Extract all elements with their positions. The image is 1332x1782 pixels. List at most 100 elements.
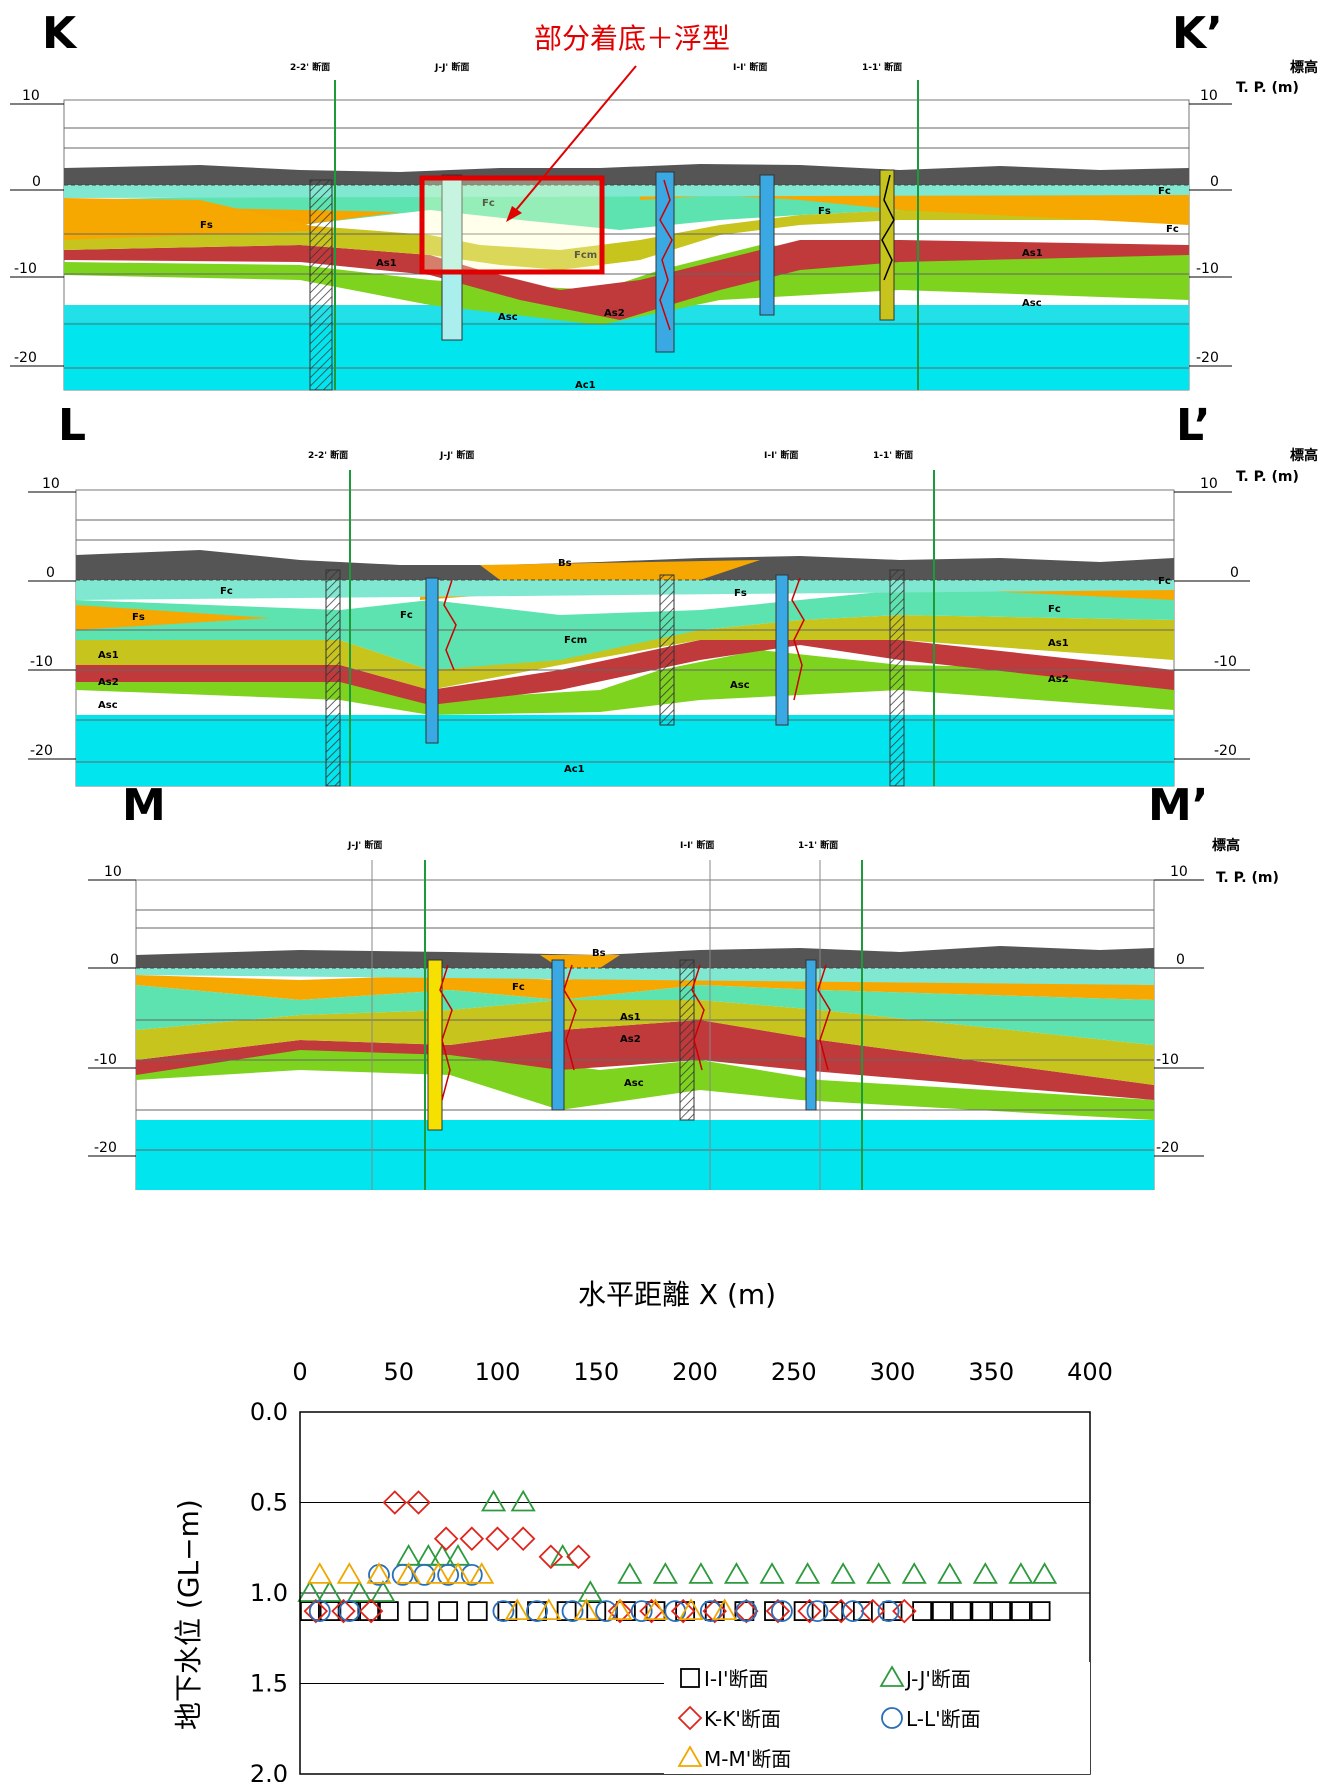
chart-point-series-0 bbox=[467, 1601, 488, 1621]
annotation-label: 部分着底＋浮型 bbox=[534, 22, 730, 55]
section-m-left-label: M bbox=[122, 780, 166, 831]
section-m-elev-title: 標高 bbox=[1212, 837, 1240, 854]
chart-point-series-4 bbox=[366, 1562, 392, 1584]
k-layer-fc-right1: Fc bbox=[1158, 186, 1171, 197]
chart-point-series-0 bbox=[339, 1601, 360, 1621]
chart-point-series-1 bbox=[550, 1544, 576, 1566]
chart-point-series-2 bbox=[406, 1490, 431, 1515]
chart-point-series-4 bbox=[307, 1562, 333, 1584]
chart-point-series-4 bbox=[536, 1598, 562, 1620]
chart-xlabel: 水平距離 X (m) bbox=[578, 1278, 776, 1311]
l-boreholes bbox=[325, 470, 935, 787]
chart-point-series-1 bbox=[830, 1562, 856, 1584]
l-layer-as1-2: As1 bbox=[1048, 638, 1069, 649]
m-layer-fc: Fc bbox=[512, 982, 525, 993]
m-xsec-label-2: I-I' 断面 bbox=[680, 839, 714, 851]
chart-point-series-4 bbox=[607, 1598, 633, 1620]
m-ytick-right-m10: -10 bbox=[1156, 1052, 1179, 1068]
chart-point-series-0 bbox=[912, 1601, 933, 1621]
chart-point-series-1 bbox=[723, 1562, 750, 1584]
m-layer-ac1 bbox=[136, 1120, 1154, 1190]
chart-point-series-3 bbox=[771, 1600, 793, 1622]
m-ytick-right-0: 0 bbox=[1176, 952, 1185, 968]
chart-legend-marker-4 bbox=[677, 1745, 703, 1767]
chart-point-series-0 bbox=[586, 1601, 607, 1621]
chart-xtick-label: 350 bbox=[968, 1358, 1014, 1386]
l-layer-fc-3: Fc bbox=[1158, 576, 1171, 587]
k-layer-fs-right: Fs bbox=[818, 206, 831, 217]
chart-point-series-2 bbox=[734, 1598, 759, 1624]
chart-point-series-3 bbox=[735, 1600, 758, 1622]
chart-legend-marker-0 bbox=[680, 1668, 700, 1688]
l-layer-fs-1: Fs bbox=[132, 612, 145, 623]
chart-point-series-3 bbox=[806, 1600, 829, 1622]
l-layer-fcm: Fcm bbox=[564, 635, 587, 646]
chart-point-series-4 bbox=[642, 1598, 669, 1620]
chart-point-series-3 bbox=[595, 1600, 618, 1622]
chart-grid bbox=[300, 1502, 1090, 1684]
k-layer-as1-left: As1 bbox=[376, 258, 397, 269]
chart-legend-label-4: M-M'断面 bbox=[704, 1747, 791, 1771]
layer-ac1 bbox=[64, 320, 1189, 390]
chart-point-series-4 bbox=[573, 1598, 599, 1620]
chart-point-series-4 bbox=[678, 1598, 704, 1620]
k-layer-fc: Fc bbox=[482, 198, 495, 209]
section-l-right-label: L’ bbox=[1176, 400, 1211, 451]
chart-point-series-1 bbox=[370, 1580, 396, 1602]
chart-point-series-0 bbox=[438, 1601, 459, 1621]
chart-xtick-label: 0 bbox=[292, 1358, 307, 1386]
l-ytick-right-m20: -20 bbox=[1214, 743, 1237, 759]
m-ytick-left-10: 10 bbox=[104, 864, 122, 880]
chart-point-series-2 bbox=[670, 1598, 696, 1624]
l-xsec-label-1: 2-2' 断面 bbox=[308, 449, 348, 461]
chart-point-series-2 bbox=[538, 1544, 564, 1570]
section-k-elev-unit: T. P. (m) bbox=[1236, 80, 1299, 96]
chart-point-series-4 bbox=[425, 1562, 451, 1584]
l-layer-as1: As1 bbox=[98, 650, 119, 661]
l-ytick-right-0: 0 bbox=[1230, 565, 1239, 581]
k-layer-as1-right: As1 bbox=[1022, 248, 1043, 259]
m-ytick-left-m20: -20 bbox=[94, 1140, 117, 1156]
chart-point-series-2 bbox=[702, 1598, 728, 1624]
l-ytick-left-10: 10 bbox=[42, 476, 60, 492]
l-xsec-label-4: 1-1' 断面 bbox=[873, 449, 913, 461]
chart-point-series-3 bbox=[308, 1600, 331, 1622]
chart-point-series-3 bbox=[561, 1600, 584, 1622]
m-ytick-left-m10: -10 bbox=[94, 1052, 117, 1068]
section-m-elev-unit: T. P. (m) bbox=[1216, 870, 1279, 886]
chart-point-series-2 bbox=[433, 1526, 459, 1551]
k-layer-ac1: Ac1 bbox=[575, 380, 596, 391]
chart-ylabel: 地下水位 (GL−m) bbox=[172, 1499, 205, 1730]
k-layer-as2: As2 bbox=[604, 308, 625, 319]
section-k: K K’ 標高 T. P. (m) 10 0 -10 bbox=[10, 8, 1318, 391]
chart-point-series-1 bbox=[901, 1562, 927, 1584]
chart-point-series-4 bbox=[396, 1562, 422, 1584]
cross-section-figure: K K’ 標高 T. P. (m) 10 0 -10 bbox=[10, 8, 1318, 1190]
chart-point-series-1 bbox=[429, 1544, 455, 1566]
chart-ytick-label: 1.0 bbox=[250, 1579, 288, 1607]
chart-xtick-label: 300 bbox=[870, 1358, 916, 1386]
chart-point-series-4 bbox=[504, 1598, 530, 1620]
chart-legend-marker-1 bbox=[879, 1665, 905, 1687]
chart-point-series-3 bbox=[842, 1600, 864, 1622]
k-layer-fcm: Fcm bbox=[574, 250, 597, 261]
layer-surface bbox=[64, 164, 1189, 185]
chart-point-series-3 bbox=[492, 1600, 515, 1622]
section-m-right-label: M’ bbox=[1148, 780, 1209, 831]
chart-xtick-label: 400 bbox=[1067, 1358, 1113, 1386]
k-layer-asc-left: Asc bbox=[498, 312, 518, 323]
l-ytick-left-0: 0 bbox=[46, 565, 55, 581]
chart-point-series-0 bbox=[1030, 1601, 1051, 1621]
chart-ytick-label: 2.0 bbox=[250, 1760, 288, 1782]
k-ytick-right-0: 0 bbox=[1210, 174, 1219, 190]
k-ytick-left-m20: -20 bbox=[14, 350, 37, 366]
l-ytick-right-m10: -10 bbox=[1214, 654, 1237, 670]
l-layer-fs-2: Fs bbox=[734, 588, 747, 599]
chart-legend-marker-2 bbox=[677, 1705, 703, 1731]
chart-ytick-label: 0.5 bbox=[250, 1489, 288, 1517]
chart-point-series-2 bbox=[303, 1598, 329, 1624]
k-ytick-right-m20: -20 bbox=[1196, 350, 1219, 366]
